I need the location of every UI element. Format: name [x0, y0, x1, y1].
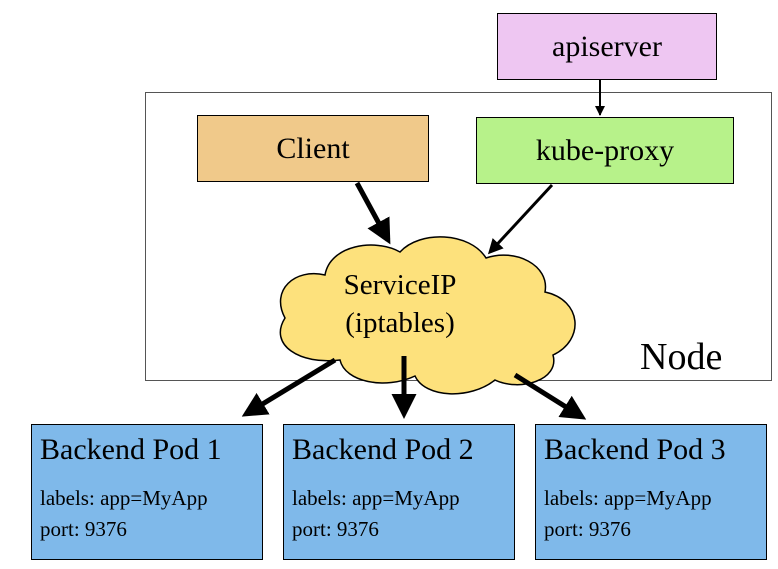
backend-pod-3: Backend Pod 3 labels: app=MyApp port: 93… — [535, 424, 767, 560]
backend-pod-1: Backend Pod 1 labels: app=MyApp port: 93… — [31, 424, 263, 560]
service-cloud — [279, 236, 576, 395]
node-label: Node — [640, 336, 723, 378]
apiserver-label: apiserver — [552, 29, 662, 63]
pod-labels: labels: app=MyApp — [292, 486, 460, 510]
service-label-line1: ServiceIP — [343, 269, 457, 301]
pod-title: Backend Pod 1 — [40, 433, 222, 466]
service-label: ServiceIP (iptables) — [300, 266, 500, 342]
backend-pod-2: Backend Pod 2 labels: app=MyApp port: 93… — [283, 424, 515, 560]
pod-labels: labels: app=MyApp — [544, 486, 712, 510]
apiserver-box: apiserver — [497, 13, 717, 80]
kube-proxy-box: kube-proxy — [476, 117, 734, 184]
arrow-kube-proxy-to-service — [487, 183, 554, 255]
client-label: Client — [276, 131, 350, 165]
service-label-line2: (iptables) — [345, 307, 455, 339]
kube-proxy-label: kube-proxy — [535, 133, 675, 167]
arrow-service-to-pod-1 — [241, 357, 337, 417]
pod-title: Backend Pod 3 — [544, 433, 726, 466]
client-box: Client — [197, 115, 429, 182]
arrow-client-to-service — [354, 181, 391, 245]
pod-port: port: 9376 — [40, 517, 127, 541]
pod-port: port: 9376 — [292, 517, 379, 541]
arrow-service-to-pod-3 — [513, 372, 587, 420]
pod-title: Backend Pod 2 — [292, 433, 474, 466]
pod-port: port: 9376 — [544, 517, 631, 541]
pod-labels: labels: app=MyApp — [40, 486, 208, 510]
